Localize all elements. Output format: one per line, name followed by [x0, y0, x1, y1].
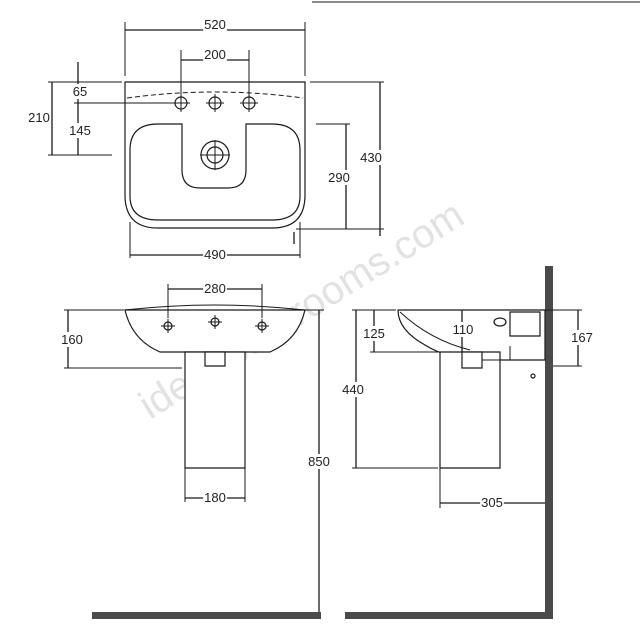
label-bowl-depth: 290 — [328, 170, 350, 185]
front-tap-hole-left — [161, 319, 175, 333]
plan-view: 520 200 490 65 210 145 — [27, 17, 384, 262]
front-rim — [124, 304, 306, 311]
label-bowl-width: 490 — [204, 247, 226, 262]
plan-tap-hole-centre — [206, 94, 224, 112]
label-halo — [203, 17, 227, 32]
label-halo — [68, 123, 92, 138]
front-waste-trap — [204, 351, 226, 367]
label-overall-width: 520 — [204, 17, 226, 32]
label-halo — [362, 326, 386, 341]
label-halo — [570, 330, 594, 345]
label-rim-to-waste: 125 — [363, 326, 385, 341]
plan-bowl — [129, 123, 301, 221]
label-halo — [203, 281, 227, 296]
side-pedestal — [439, 351, 501, 469]
label-pedestal-width: 180 — [204, 490, 226, 505]
front-floor — [92, 612, 321, 619]
label-pedestal-height: 440 — [342, 382, 364, 397]
front-pedestal — [184, 351, 246, 469]
label-front-tap-spacing: 280 — [204, 281, 226, 296]
label-halo — [203, 247, 227, 262]
label-projection: 305 — [481, 495, 503, 510]
plan-deck-line — [126, 91, 304, 99]
side-tap-back — [509, 311, 541, 337]
label-tap-hole-offset: 65 — [73, 84, 87, 99]
label-side-back-height: 167 — [571, 330, 593, 345]
label-halo — [341, 382, 365, 397]
label-halo — [27, 110, 51, 125]
label-halo — [307, 454, 331, 469]
label-overall-depth: 430 — [360, 150, 382, 165]
label-tap-hole-spacing: 200 — [204, 47, 226, 62]
side-wall — [545, 266, 553, 619]
label-basin-height: 160 — [61, 332, 83, 347]
label-halo — [203, 490, 227, 505]
label-halo — [480, 495, 504, 510]
front-basin — [124, 309, 306, 353]
label-halo — [203, 47, 227, 62]
plan-tap-hole-left — [172, 94, 190, 112]
front-view: 280 160 180 850 — [60, 281, 331, 619]
side-floor — [345, 612, 553, 619]
side-fixing — [530, 373, 536, 379]
plan-tap-hole-right — [240, 94, 258, 112]
label-halo — [327, 170, 351, 185]
label-front-height: 145 — [69, 123, 91, 138]
side-waste-pipe — [482, 346, 511, 361]
label-halo — [60, 332, 84, 347]
label-total-height: 850 — [308, 454, 330, 469]
side-waste-trap — [461, 351, 483, 369]
side-view: 125 110 440 167 305 — [341, 266, 594, 619]
front-tap-hole-right — [255, 319, 269, 333]
side-overflow — [493, 317, 507, 327]
label-halo — [451, 322, 475, 337]
front-tap-hole-centre — [208, 315, 222, 329]
label-halo — [359, 150, 383, 165]
label-waste-outlet: 110 — [453, 322, 474, 337]
label-back-height: 210 — [28, 110, 50, 125]
label-halo — [71, 84, 89, 99]
